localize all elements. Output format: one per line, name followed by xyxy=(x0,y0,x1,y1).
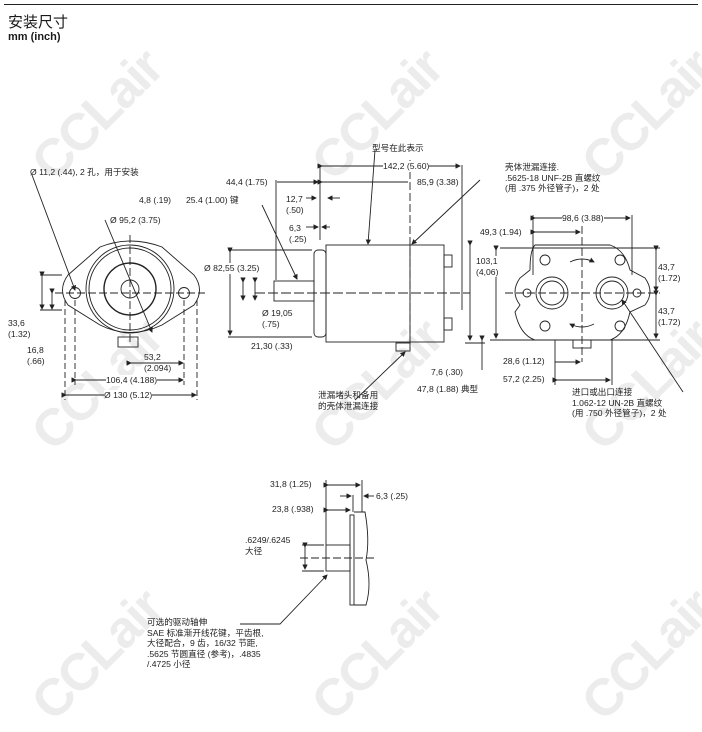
side-view xyxy=(227,149,485,401)
dim-43-7-upper: 43,7(1.72) xyxy=(658,262,681,283)
dim-142-2: 142,2 (5.60) xyxy=(383,161,430,172)
mount-holes-label: Ø 11,2 (.44), 2 孔，用于安装 xyxy=(30,167,139,177)
key-label: 25.4 (1.00) 键 xyxy=(186,195,239,205)
dim-82-55: Ø 82,55 (3.25) xyxy=(204,263,260,274)
dim-53-2: 53,2(2.094) xyxy=(144,352,172,373)
drain-plug-label: 泄漏堵头和备用的壳体泄漏连接 xyxy=(318,390,379,411)
page-title: 安装尺寸 xyxy=(8,14,69,31)
header-rule xyxy=(4,4,698,5)
dim-28-6: 28,6 (1.12) xyxy=(503,356,545,366)
dim-12-7: 12,7(.50) xyxy=(286,194,304,215)
dim-4-8: 4,8 (.19) xyxy=(139,195,172,205)
dim-23-8: 23,8 (.938) xyxy=(272,504,314,514)
dim-6-3-spline: 6,3 (.25) xyxy=(376,491,409,501)
dim-103-1: 103,1(4,06) xyxy=(476,256,499,277)
dim-16-8: 16,8(.66) xyxy=(27,345,45,366)
dim-33-6: 33,6(1.32) xyxy=(8,318,31,339)
dim-19-05: Ø 19,05(.75) xyxy=(262,308,293,329)
dim-49-3: 49,3 (1.94) xyxy=(480,227,522,237)
case-drain-label: 壳体泄漏连接..5625-18 UNF-2B 直螺纹(用 .375 外径管子)，… xyxy=(505,162,601,193)
dim-31-8: 31,8 (1.25) xyxy=(270,479,312,489)
dim-85-9: 85,9 (3.38) xyxy=(417,177,459,187)
dim-21-30: 21,30 (.33) xyxy=(251,341,293,351)
drawing xyxy=(31,149,684,625)
units-label: mm (inch) xyxy=(8,31,61,43)
dim-130: Ø 130 (5.12) xyxy=(104,390,153,401)
dim-47-8: 47,8 (1.88) 典型 xyxy=(417,384,479,394)
front-view xyxy=(31,174,205,400)
dim-6-3: 6,3(.25) xyxy=(289,223,307,244)
dim-44-4: 44,4 (1.75) xyxy=(226,177,268,187)
pilot-dia-label: Ø 95,2 (3.75) xyxy=(110,215,161,225)
dim-106-4: 106,4 (4.188) xyxy=(106,375,158,386)
spline-view xyxy=(240,480,375,625)
dim-98-6: 98,6 (3.88) xyxy=(562,213,604,224)
rear-view xyxy=(490,215,684,393)
dim-57-2: 57,2 (2.25) xyxy=(503,374,545,384)
model-here-label: 型号在此表示 xyxy=(372,143,424,153)
dim-43-7-lower: 43,7(1.72) xyxy=(658,306,681,327)
dim-7-6: 7,6 (.30) xyxy=(431,367,464,377)
